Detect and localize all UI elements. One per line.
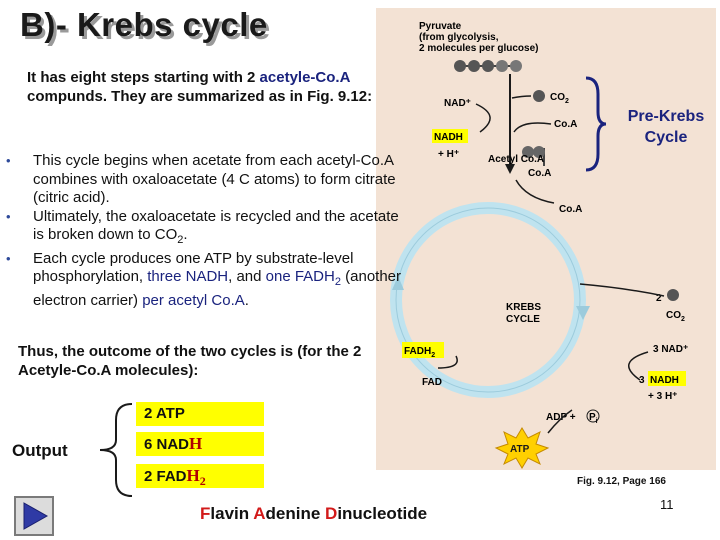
bullet-tail: . <box>183 226 188 243</box>
nadh-label: NADH <box>434 132 463 143</box>
fadh2-label: FADH2 <box>404 346 435 359</box>
output-brace <box>99 403 133 497</box>
subscript: 2 <box>334 276 341 288</box>
intro-text: It has eight steps starting with 2 acety… <box>27 68 387 106</box>
cycle-label: CYCLE <box>506 314 540 325</box>
co2-label: CO2 <box>550 92 569 105</box>
coa-label: Co.A <box>554 119 577 130</box>
pre-krebs-line-2: Cycle <box>644 129 688 146</box>
three-nad-label: 3 NAD⁺ <box>653 344 688 355</box>
coa-out-label: Co.A <box>559 204 582 215</box>
h-plus-label: + H⁺ <box>438 149 459 160</box>
three-h-label: + 3 H⁺ <box>648 391 677 402</box>
word-inucleotide: inucleotide <box>337 504 428 523</box>
krebs-label: KREBS <box>506 302 541 313</box>
bullet-text: , and <box>228 268 266 285</box>
letter-d: D <box>325 504 338 523</box>
adp-label: ADP + <box>546 412 576 423</box>
per-acetyl-coa-text: per acetyl Co.A <box>142 291 245 309</box>
output-fadh2-h: H <box>186 466 200 485</box>
bullet-item-1: • This cycle begins when acetate from ea… <box>6 152 406 208</box>
three-nadh-prefix: 3 <box>639 375 645 386</box>
krebs-cycle-ring <box>390 202 586 398</box>
word-denine: denine <box>265 504 326 523</box>
bullet-list: • This cycle begins when acetate from ea… <box>6 152 406 310</box>
flavin-adenine-dinucleotide: Flavin Adenine Dinucleotide <box>200 504 427 524</box>
three-nadh-label: NADH <box>650 375 679 386</box>
output-nadh-h: H <box>189 434 203 453</box>
pre-krebs-line-1: Pre-Krebs <box>627 108 705 125</box>
bullet-marker: • <box>6 208 11 224</box>
krebs-diagram: Pyruvate (from glycolysis, 2 molecules p… <box>390 21 688 469</box>
outcome-text: Thus, the outcome of the two cycles is (… <box>18 343 362 379</box>
output-atp-text: 2 ATP <box>144 405 185 422</box>
page-number: 11 <box>660 497 674 512</box>
pyruvate-source: (from glycolysis, <box>419 32 499 43</box>
pre-krebs-label: Pre-Krebs Cycle <box>616 106 716 148</box>
output-nadh-text: 6 NAD <box>144 436 190 453</box>
play-icon <box>23 502 49 530</box>
pyruvate-count: 2 molecules per glucose) <box>419 43 539 54</box>
output-nadh: 6 NADH <box>136 432 264 456</box>
bullet-item-3: • Each cycle produces one ATP by substra… <box>6 250 406 311</box>
acetyl-coa-label: Acetyl Co.A <box>488 154 544 165</box>
figure-caption: Fig. 9.12, Page 166 <box>577 476 666 487</box>
output-atp: 2 ATP <box>136 402 264 426</box>
intro-highlight: acetyle-Co.A <box>259 69 350 86</box>
word-lavin: lavin <box>210 504 254 523</box>
co2-molecule <box>533 90 545 102</box>
slide-title: B)- Krebs cycle <box>20 6 268 43</box>
intro-part-1: It has eight steps starting with 2 <box>27 69 260 86</box>
bullet-marker: • <box>6 250 11 266</box>
pre-krebs-brace <box>585 76 607 172</box>
bullet-text: Ultimately, the oxaloacetate is recycled… <box>33 207 399 244</box>
fad-label: FAD <box>422 377 442 388</box>
bullet-item-2: • Ultimately, the oxaloacetate is recycl… <box>6 208 406 250</box>
nad-plus-label: NAD⁺ <box>444 98 471 109</box>
intro-part-2: compunds. They are summarized as in Fig.… <box>27 88 373 105</box>
subscript: 2 <box>177 234 184 246</box>
atp-burst <box>494 427 550 469</box>
next-slide-button[interactable] <box>14 496 54 536</box>
bullet-text: (another electron carrier) <box>33 268 402 309</box>
letter-a: A <box>253 504 266 523</box>
acetyl-coa-label-2: Co.A <box>528 168 551 179</box>
nad-arrow <box>475 103 491 133</box>
one-fadh2-text: one FADH <box>265 268 335 285</box>
atp-label: ATP <box>510 444 530 455</box>
bullet-tail: . <box>244 291 249 309</box>
output-fadh2-text: 2 FAD <box>144 468 187 485</box>
output-label: Output <box>12 441 68 460</box>
bullet-marker: • <box>6 153 11 168</box>
co2-right-label: CO2 <box>666 310 685 323</box>
bullet-text: Each cycle produces one ATP by substrate… <box>33 249 354 286</box>
output-fadh2: 2 FADH2 <box>136 464 264 488</box>
pyruvate-label: Pyruvate <box>419 21 462 32</box>
three-nadh-text: three NADH <box>147 268 229 285</box>
pyruvate-molecule <box>454 60 522 72</box>
krebs-figure: Pyruvate (from glycolysis, 2 molecules p… <box>376 8 716 470</box>
two-co2-count: 2 <box>656 293 662 304</box>
bullet-text: This cycle begins when acetate from each… <box>33 152 396 206</box>
letter-f: F <box>200 504 211 523</box>
output-fadh2-sub: 2 <box>199 474 206 488</box>
pi-label: Pi <box>589 412 598 425</box>
